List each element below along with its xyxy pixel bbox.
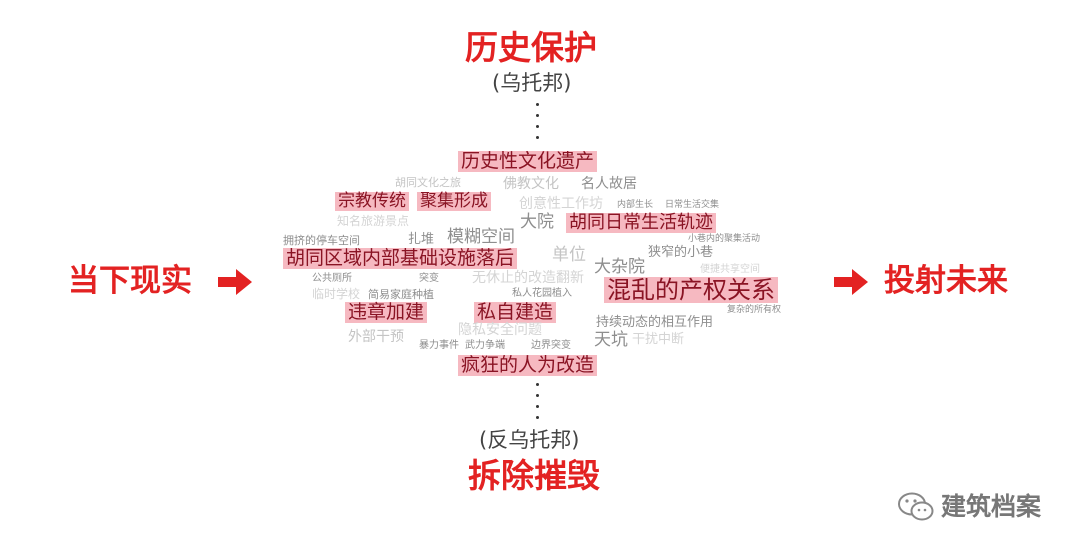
bottom-subtitle: (反乌托邦) [479,428,580,452]
watermark-text: 建筑档案 [941,492,1042,521]
bottom-title: 拆除摧毁 [468,456,600,495]
word-chaotic-property-rights: 混乱的产权关系 [604,277,778,303]
right-arrow-icon [218,269,252,295]
word-crowded-parking: 拥挤的停车空间 [283,234,360,247]
word-violent-incident: 暴力事件 [419,340,459,351]
top-subtitle: (乌托邦) [492,71,572,95]
word-home-planting: 简易家庭种植 [368,288,434,301]
word-disruption: 干扰中断 [632,332,685,347]
word-external-intervention: 外部干预 [348,329,404,345]
word-internal-growth: 内部生长 [617,200,654,210]
word-temporary-school: 临时学校 [312,287,361,301]
word-continuous-interaction: 持续动态的相互作用 [596,315,714,330]
word-hutong-tour: 胡同文化之旅 [395,176,461,189]
word-courtyard: 大院 [520,212,554,232]
word-private-garden: 私人花园植入 [512,288,572,299]
top-title: 历史保护 [465,28,597,67]
word-complex-ownership: 复杂的所有权 [727,305,782,315]
word-work-unit: 单位 [552,245,586,265]
word-compound-courtyard: 大杂院 [594,257,645,277]
word-backward-infrastructure: 胡同区域内部基础设施落后 [283,248,518,269]
word-historic-heritage: 历史性文化遗产 [458,151,598,172]
word-crazy-modification: 疯狂的人为改造 [458,355,598,376]
word-private-construction: 私自建造 [474,302,557,323]
right-label: 投射未来 [884,263,1008,299]
word-celebrity-residence: 名人故居 [581,176,637,192]
word-narrow-alley: 狭窄的小巷 [648,245,714,260]
word-illegal-additions: 违章加建 [345,302,428,323]
word-boundary-mutation: 边界突变 [531,340,571,351]
word-blurred-space: 模糊空间 [447,227,515,247]
word-famous-attraction: 知名旅游景点 [337,214,410,228]
word-clustering: 扎堆 [408,232,435,247]
word-mutation: 突变 [419,273,439,284]
word-shared-space: 便捷共享空间 [700,264,760,275]
word-public-toilet: 公共厕所 [312,273,352,284]
word-religious-tradition: 宗教传统 [335,192,409,211]
word-endless-renovation: 无休止的改造翻新 [472,270,584,286]
word-sinkhole: 天坑 [594,330,628,350]
right-arrow-icon [834,269,868,295]
word-buddhist-culture: 佛教文化 [503,176,559,192]
top-dotted-line [535,103,539,147]
left-label: 当下现实 [68,263,192,299]
word-hutong-daily-trail: 胡同日常生活轨迹 [566,213,716,233]
word-privacy-security: 隐私安全问题 [458,322,542,338]
wechat-icon [898,492,934,521]
word-gathering-formation: 聚集形成 [417,192,491,211]
word-daily-life-intersection: 日常生活交集 [665,200,720,210]
word-creative-workshop: 创意性工作坊 [519,196,603,212]
word-alley-gathering: 小巷内的聚集活动 [688,234,761,244]
word-armed-dispute: 武力争端 [465,340,505,351]
bottom-dotted-line [535,383,539,427]
